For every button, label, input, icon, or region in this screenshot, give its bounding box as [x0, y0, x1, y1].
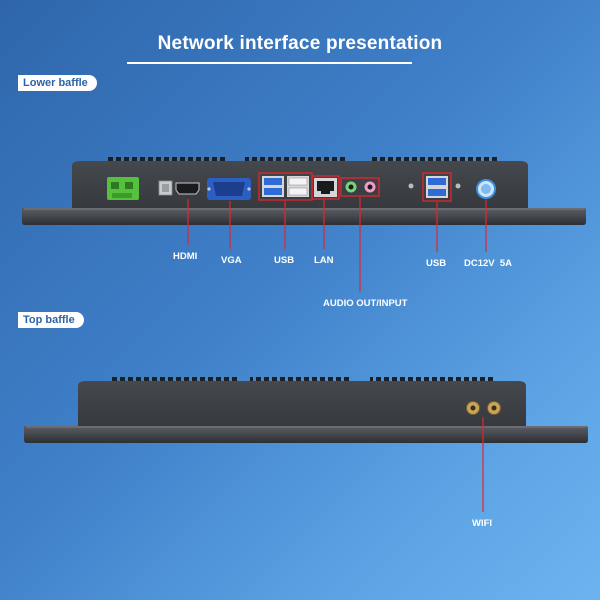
usb-port-left-blue — [262, 176, 284, 197]
screw-icon — [455, 183, 461, 189]
power-terminal-block — [107, 177, 139, 200]
label-wifi: WIFI — [472, 518, 493, 529]
label-dc-power: DC12V 5A — [464, 258, 513, 269]
lan-port — [314, 178, 337, 197]
usb-port-right — [426, 176, 448, 198]
power-button-icon — [476, 179, 496, 199]
usb-right-highlight — [422, 172, 452, 202]
section-label-top-baffle: Top baffle — [18, 312, 84, 328]
vga-port — [207, 178, 251, 200]
audio-jack-pink — [364, 181, 376, 193]
label-audio: AUDIO OUT/INPUT — [323, 298, 408, 309]
callout-lines-lower — [187, 197, 487, 292]
label-lan: LAN — [314, 255, 334, 266]
title-underline — [127, 62, 412, 64]
screw-icon — [408, 183, 414, 189]
reset-switch — [158, 180, 173, 196]
label-usb-left: USB — [274, 255, 295, 266]
wifi-antenna-connector-right — [487, 401, 501, 415]
lan-highlight — [311, 175, 340, 200]
wifi-antenna-connector-left — [466, 401, 480, 415]
usb-port-left-white — [287, 176, 309, 197]
label-usb-right: USB — [426, 258, 447, 269]
top-baffle-device — [24, 377, 588, 443]
label-hdmi: HDMI — [173, 251, 198, 262]
section-label-lower-baffle: Lower baffle — [18, 75, 97, 91]
audio-jack-green — [345, 181, 357, 193]
hdmi-port — [175, 182, 200, 195]
page-title: Network interface presentation — [157, 33, 443, 54]
label-vga: VGA — [221, 255, 242, 266]
audio-highlight — [340, 177, 380, 197]
